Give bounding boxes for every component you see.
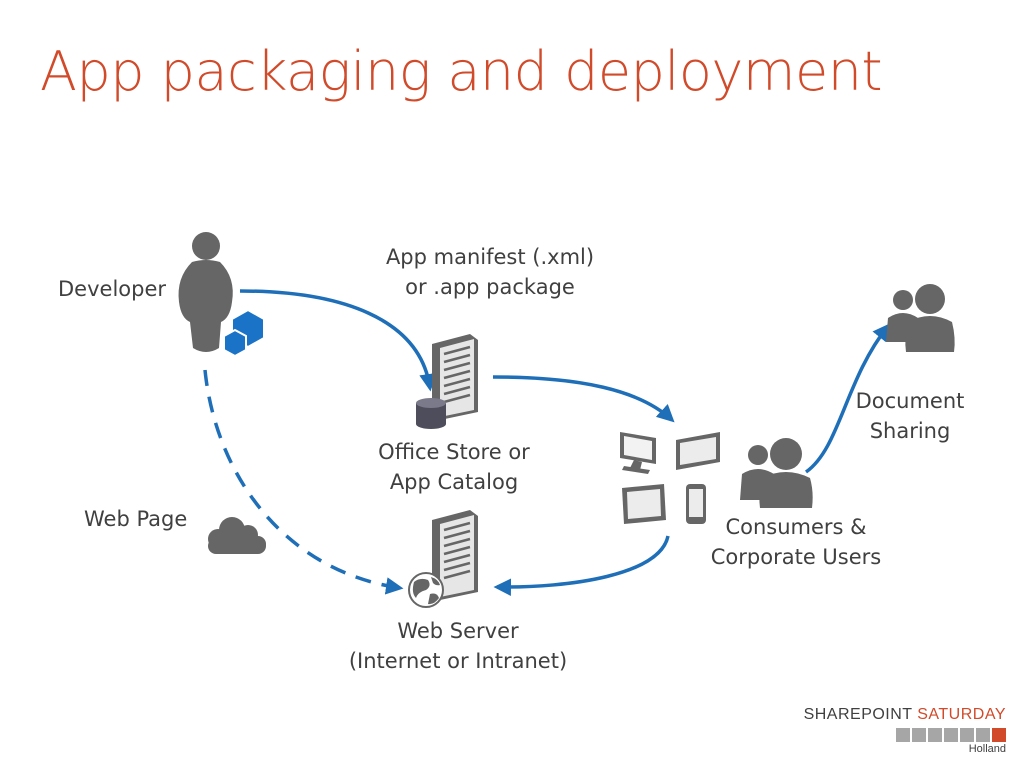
slide-title: App packaging and deployment <box>40 40 883 103</box>
store-server-icon <box>432 334 478 420</box>
sharepoint-saturday-logo: SHAREPOINT SATURDAY Holland <box>804 706 1006 755</box>
cloud-icon <box>208 517 266 554</box>
laptop-screen-icon <box>676 432 720 470</box>
web-page-label: Web Page <box>84 507 188 531</box>
store-label-line1: Office Store or <box>378 440 530 464</box>
phone-icon <box>686 484 706 524</box>
document-sharing-label-line2: Sharing <box>869 419 951 443</box>
brand-square <box>960 728 974 742</box>
brand-saturday: SATURDAY <box>917 706 1006 723</box>
globe-icon <box>408 572 444 608</box>
document-sharing-label: Document Sharing <box>838 386 982 446</box>
consumers-users-icon <box>740 438 813 508</box>
web-server-icon <box>432 510 478 600</box>
consumers-label-line2: Corporate Users <box>710 545 882 569</box>
manifest-label: App manifest (.xml) or .app package <box>360 242 620 302</box>
brand-sharepoint: SHAREPOINT <box>803 706 913 723</box>
document-sharing-users-icon <box>886 284 955 352</box>
consumers-label-line1: Consumers & <box>725 515 867 539</box>
desktop-monitor-icon <box>620 432 656 474</box>
brand-square <box>976 728 990 742</box>
tablet-icon <box>622 484 666 524</box>
brand-square <box>896 728 910 742</box>
web-server-label-line1: Web Server <box>397 619 519 643</box>
database-icon <box>416 398 446 429</box>
developer-label: Developer <box>58 277 167 301</box>
devices-to-webserver-arrow <box>493 535 670 596</box>
manifest-label-line2: or .app package <box>405 275 575 299</box>
developer-to-webserver-dashed-arrow <box>203 369 404 595</box>
developer-to-store-arrow <box>239 289 437 392</box>
brand-square <box>928 728 942 742</box>
store-label: Office Store or App Catalog <box>354 437 554 497</box>
users-to-sharing-arrow <box>804 323 891 474</box>
brand-location: Holland <box>968 743 1006 755</box>
brand-square-accent <box>992 728 1006 742</box>
web-server-label-line2: (Internet or Intranet) <box>348 649 568 673</box>
brand-wordmark: SHAREPOINT SATURDAY <box>804 706 1006 724</box>
developer-person-icon <box>178 232 233 352</box>
manifest-label-line1: App manifest (.xml) <box>385 245 595 269</box>
document-sharing-label-line1: Document <box>855 389 965 413</box>
store-to-devices-arrow <box>492 375 675 423</box>
consumers-label: Consumers & Corporate Users <box>696 512 896 572</box>
app-package-cube-icon <box>223 308 265 358</box>
brand-square <box>944 728 958 742</box>
store-label-line2: App Catalog <box>389 470 519 494</box>
web-server-label: Web Server (Internet or Intranet) <box>338 616 578 676</box>
brand-squares <box>804 728 1006 742</box>
brand-square <box>912 728 926 742</box>
